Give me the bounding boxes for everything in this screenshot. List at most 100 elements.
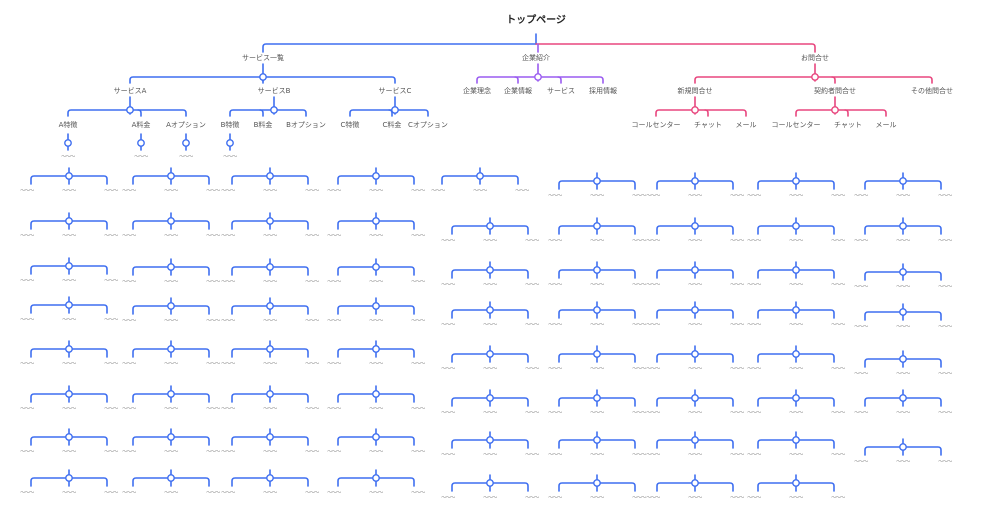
placeholder-label[interactable]: 〜〜〜: [441, 238, 456, 244]
placeholder-label[interactable]: 〜〜〜: [164, 490, 179, 496]
placeholder-label[interactable]: 〜〜〜: [730, 282, 745, 288]
placeholder-label[interactable]: 〜〜〜: [688, 452, 703, 458]
placeholder-label[interactable]: 〜〜〜: [789, 410, 804, 416]
placeholder-label[interactable]: 〜〜〜: [646, 452, 661, 458]
placeholder-label[interactable]: 〜〜〜: [164, 318, 179, 324]
placeholder-label[interactable]: 〜〜〜: [831, 410, 846, 416]
placeholder-label[interactable]: 〜〜〜: [483, 495, 498, 501]
placeholder-label[interactable]: 〜〜〜: [122, 361, 137, 367]
feature-label[interactable]: C料金: [383, 120, 402, 129]
placeholder-label[interactable]: 〜〜〜: [747, 238, 762, 244]
feature-label[interactable]: B特徴: [221, 120, 240, 129]
placeholder-label[interactable]: 〜〜〜: [411, 490, 426, 496]
placeholder-label[interactable]: 〜〜〜: [134, 154, 149, 160]
placeholder-label[interactable]: 〜〜〜: [221, 361, 236, 367]
placeholder-label[interactable]: 〜〜〜: [632, 322, 647, 328]
inquiry-channel-label[interactable]: メール: [736, 121, 757, 129]
placeholder-label[interactable]: 〜〜〜: [632, 238, 647, 244]
placeholder-label[interactable]: 〜〜〜: [896, 284, 911, 290]
placeholder-label[interactable]: 〜〜〜: [20, 449, 35, 455]
placeholder-label[interactable]: 〜〜〜: [263, 279, 278, 285]
placeholder-label[interactable]: 〜〜〜: [646, 495, 661, 501]
placeholder-label[interactable]: 〜〜〜: [206, 490, 221, 496]
placeholder-label[interactable]: 〜〜〜: [221, 449, 236, 455]
placeholder-label[interactable]: 〜〜〜: [831, 282, 846, 288]
feature-label[interactable]: Aオプション: [166, 121, 206, 129]
placeholder-label[interactable]: 〜〜〜: [831, 366, 846, 372]
placeholder-label[interactable]: 〜〜〜: [221, 279, 236, 285]
placeholder-label[interactable]: 〜〜〜: [206, 318, 221, 324]
placeholder-label[interactable]: 〜〜〜: [632, 366, 647, 372]
placeholder-label[interactable]: 〜〜〜: [730, 452, 745, 458]
feature-label[interactable]: B料金: [254, 120, 273, 129]
placeholder-label[interactable]: 〜〜〜: [62, 278, 77, 284]
placeholder-label[interactable]: 〜〜〜: [62, 317, 77, 323]
placeholder-label[interactable]: 〜〜〜: [632, 193, 647, 199]
placeholder-label[interactable]: 〜〜〜: [896, 324, 911, 330]
placeholder-label[interactable]: 〜〜〜: [938, 193, 953, 199]
placeholder-label[interactable]: 〜〜〜: [411, 361, 426, 367]
placeholder-label[interactable]: 〜〜〜: [122, 449, 137, 455]
placeholder-label[interactable]: 〜〜〜: [896, 238, 911, 244]
placeholder-label[interactable]: 〜〜〜: [590, 238, 605, 244]
placeholder-label[interactable]: 〜〜〜: [730, 366, 745, 372]
placeholder-label[interactable]: 〜〜〜: [104, 317, 119, 323]
placeholder-label[interactable]: 〜〜〜: [411, 279, 426, 285]
placeholder-label[interactable]: 〜〜〜: [327, 490, 342, 496]
inquiry-channel-label[interactable]: コールセンター: [772, 120, 821, 129]
placeholder-label[interactable]: 〜〜〜: [62, 490, 77, 496]
placeholder-label[interactable]: 〜〜〜: [122, 188, 137, 194]
placeholder-label[interactable]: 〜〜〜: [206, 361, 221, 367]
placeholder-label[interactable]: 〜〜〜: [747, 410, 762, 416]
placeholder-label[interactable]: 〜〜〜: [369, 361, 384, 367]
placeholder-label[interactable]: 〜〜〜: [441, 452, 456, 458]
placeholder-label[interactable]: 〜〜〜: [646, 193, 661, 199]
placeholder-label[interactable]: 〜〜〜: [789, 193, 804, 199]
section-label-0[interactable]: サービス一覧: [242, 53, 284, 62]
placeholder-label[interactable]: 〜〜〜: [122, 318, 137, 324]
placeholder-label[interactable]: 〜〜〜: [525, 322, 540, 328]
placeholder-label[interactable]: 〜〜〜: [525, 410, 540, 416]
placeholder-label[interactable]: 〜〜〜: [327, 406, 342, 412]
placeholder-label[interactable]: 〜〜〜: [327, 188, 342, 194]
placeholder-label[interactable]: 〜〜〜: [20, 490, 35, 496]
placeholder-label[interactable]: 〜〜〜: [730, 410, 745, 416]
placeholder-label[interactable]: 〜〜〜: [548, 282, 563, 288]
placeholder-label[interactable]: 〜〜〜: [263, 318, 278, 324]
placeholder-label[interactable]: 〜〜〜: [789, 366, 804, 372]
placeholder-label[interactable]: 〜〜〜: [632, 495, 647, 501]
placeholder-label[interactable]: 〜〜〜: [646, 322, 661, 328]
placeholder-label[interactable]: 〜〜〜: [263, 361, 278, 367]
inquiry-channel-label[interactable]: コールセンター: [632, 120, 681, 129]
placeholder-label[interactable]: 〜〜〜: [441, 322, 456, 328]
placeholder-label[interactable]: 〜〜〜: [441, 410, 456, 416]
placeholder-label[interactable]: 〜〜〜: [411, 406, 426, 412]
section-label-2[interactable]: お問合せ: [801, 53, 829, 62]
placeholder-label[interactable]: 〜〜〜: [896, 410, 911, 416]
placeholder-label[interactable]: 〜〜〜: [483, 282, 498, 288]
placeholder-label[interactable]: 〜〜〜: [730, 322, 745, 328]
placeholder-label[interactable]: 〜〜〜: [831, 452, 846, 458]
placeholder-label[interactable]: 〜〜〜: [411, 449, 426, 455]
placeholder-label[interactable]: 〜〜〜: [938, 410, 953, 416]
placeholder-label[interactable]: 〜〜〜: [221, 233, 236, 239]
placeholder-label[interactable]: 〜〜〜: [747, 452, 762, 458]
placeholder-label[interactable]: 〜〜〜: [62, 361, 77, 367]
placeholder-label[interactable]: 〜〜〜: [327, 449, 342, 455]
placeholder-label[interactable]: 〜〜〜: [831, 495, 846, 501]
placeholder-label[interactable]: 〜〜〜: [206, 449, 221, 455]
placeholder-label[interactable]: 〜〜〜: [305, 406, 320, 412]
placeholder-label[interactable]: 〜〜〜: [369, 279, 384, 285]
placeholder-label[interactable]: 〜〜〜: [104, 278, 119, 284]
placeholder-label[interactable]: 〜〜〜: [164, 361, 179, 367]
placeholder-label[interactable]: 〜〜〜: [525, 366, 540, 372]
placeholder-label[interactable]: 〜〜〜: [548, 495, 563, 501]
placeholder-label[interactable]: 〜〜〜: [20, 278, 35, 284]
corporate-item-label[interactable]: 採用情報: [589, 86, 617, 95]
placeholder-label[interactable]: 〜〜〜: [483, 410, 498, 416]
placeholder-label[interactable]: 〜〜〜: [263, 233, 278, 239]
placeholder-label[interactable]: 〜〜〜: [20, 361, 35, 367]
placeholder-label[interactable]: 〜〜〜: [20, 406, 35, 412]
placeholder-label[interactable]: 〜〜〜: [515, 188, 530, 194]
inquiry-channel-label[interactable]: メール: [876, 121, 897, 129]
